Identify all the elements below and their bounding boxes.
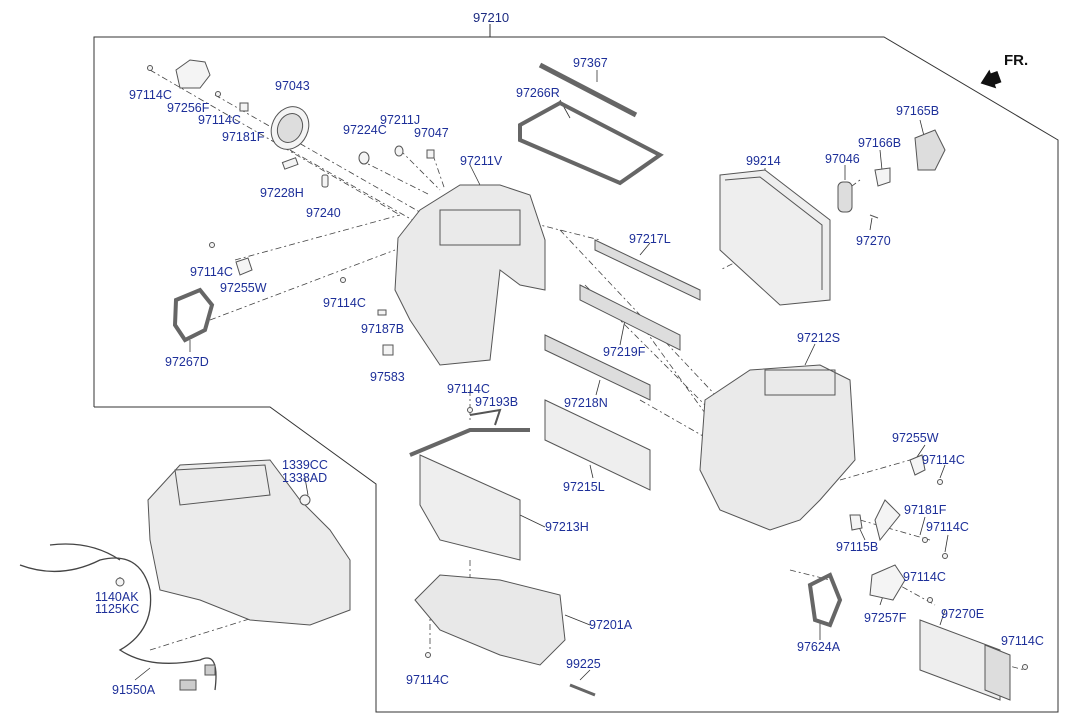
callout-label[interactable]: 97266R xyxy=(516,86,560,100)
callout-label[interactable]: 97256F xyxy=(167,101,210,115)
callout-label[interactable]: 97114C xyxy=(447,382,490,396)
assembly-border xyxy=(93,24,1059,713)
callout-label[interactable]: 97043 xyxy=(275,79,310,93)
leader-lines xyxy=(119,70,949,681)
callout-label[interactable]: 97267D xyxy=(165,355,209,369)
callout-label[interactable]: 97114C xyxy=(129,88,172,102)
callout-label[interactable]: 97270E xyxy=(941,607,985,621)
callout-label[interactable]: 97583 xyxy=(370,370,405,384)
callout-label[interactable]: 97114C xyxy=(198,113,241,127)
callout-label[interactable]: 97624A xyxy=(797,640,841,654)
callout-label[interactable]: 1339CC xyxy=(282,458,328,472)
callout-label[interactable]: 97187B xyxy=(361,322,405,336)
callout-label[interactable]: 97213H xyxy=(545,520,589,534)
callout-label[interactable]: 97047 xyxy=(414,126,449,140)
callout-label[interactable]: 97217L xyxy=(629,232,671,246)
part-sketches xyxy=(19,59,1028,701)
front-marker: FR. xyxy=(1004,52,1029,69)
callout-label[interactable]: 97255W xyxy=(220,281,267,295)
callout-label[interactable]: 97240 xyxy=(306,206,341,220)
callout-label[interactable]: 1125KC xyxy=(95,602,140,616)
callout-label[interactable]: 97181F xyxy=(222,130,265,144)
callout-label[interactable]: 97257F xyxy=(864,611,907,625)
callout-label[interactable]: 97219F xyxy=(603,345,646,359)
callout-label[interactable]: 1338AD xyxy=(282,471,328,485)
callout-label[interactable]: 97165B xyxy=(896,104,940,118)
callout-label[interactable]: 97212S xyxy=(797,331,841,345)
callout-label[interactable]: 97114C xyxy=(926,520,969,534)
callout-label[interactable]: 97228H xyxy=(260,186,304,200)
callout-label[interactable]: 97114C xyxy=(1001,634,1044,648)
callout-label[interactable]: 97166B xyxy=(858,136,902,150)
callout-label[interactable]: 91550A xyxy=(112,683,156,697)
callout-label[interactable]: 97193B xyxy=(475,395,519,409)
callout-label[interactable]: 97218N xyxy=(564,396,608,410)
callout-label[interactable]: 97115B xyxy=(836,540,879,554)
callout-label[interactable]: 99214 xyxy=(746,154,781,168)
callout-label[interactable]: 97201A xyxy=(589,618,633,632)
callout-label[interactable]: 97255W xyxy=(892,431,939,445)
callout-label[interactable]: 97114C xyxy=(922,453,965,467)
callout-label[interactable]: 97270 xyxy=(856,234,891,248)
callout-label[interactable]: 97046 xyxy=(825,152,860,166)
callout-label[interactable]: 97114C xyxy=(903,570,946,584)
callout-label[interactable]: 99225 xyxy=(566,657,601,671)
front-arrow-icon xyxy=(980,69,1002,89)
callout-assembly[interactable]: 97210 xyxy=(473,10,510,25)
callout-label[interactable]: 97211J xyxy=(380,113,421,127)
callout-label[interactable]: 1140AK xyxy=(95,590,139,604)
callout-label[interactable]: 97114C xyxy=(406,673,449,687)
callout-label[interactable]: 97211V xyxy=(460,154,503,168)
callout-label[interactable]: 97114C xyxy=(323,296,366,310)
callout-label[interactable]: 97181F xyxy=(904,503,947,517)
callout-label[interactable]: 97367 xyxy=(573,56,608,70)
callout-label[interactable]: 97114C xyxy=(190,265,233,279)
callout-label[interactable]: 97215L xyxy=(563,480,605,494)
callout-label[interactable]: 97224C xyxy=(343,123,387,137)
